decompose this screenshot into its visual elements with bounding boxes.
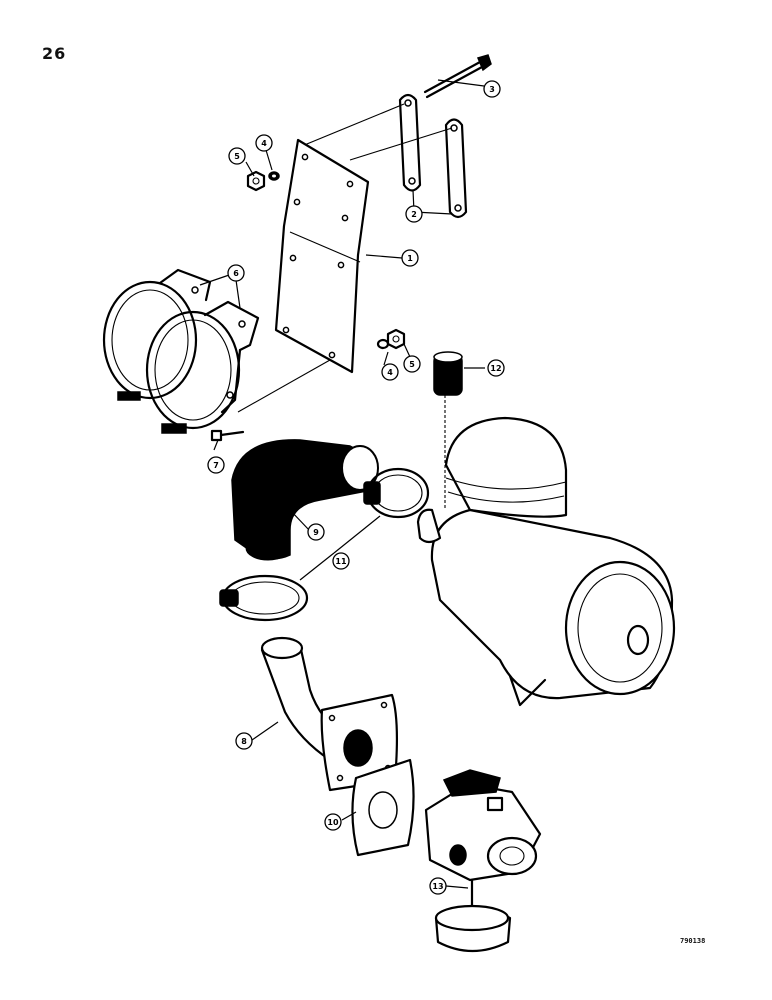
svg-text:4: 4 [387, 368, 393, 377]
callout-1: 1 [401, 249, 419, 267]
callout-7: 7 [207, 456, 225, 474]
svg-text:13: 13 [432, 882, 443, 891]
svg-text:5: 5 [409, 360, 415, 369]
nut-upper [246, 170, 266, 192]
gasket [351, 758, 415, 857]
svg-text:4: 4 [261, 139, 267, 148]
svg-text:8: 8 [241, 737, 247, 746]
bolt [423, 54, 492, 99]
callout-2: 2 [405, 205, 423, 223]
precleaner-cap [433, 351, 463, 510]
nut-lower [386, 328, 406, 350]
callout-5-lower: 5 [403, 355, 421, 373]
cap-screw [210, 429, 245, 442]
callout-4-lower: 4 [381, 363, 399, 381]
air-cleaner [416, 416, 676, 707]
hose-clamp-upper [363, 467, 430, 519]
strap-right [444, 118, 468, 219]
float-bowl [434, 904, 512, 952]
leader-lines [199, 79, 485, 889]
strap-left [398, 93, 422, 192]
callout-9: 9 [307, 523, 325, 541]
svg-text:3: 3 [489, 85, 495, 94]
callout-10: 10 [324, 813, 342, 831]
callout-11: 11 [332, 552, 350, 570]
callout-3: 3 [483, 80, 501, 98]
callout-13: 13 [429, 877, 447, 895]
lock-washer-upper [268, 171, 280, 181]
carburetor [424, 769, 542, 882]
callout-8: 8 [235, 732, 253, 750]
svg-text:11: 11 [335, 557, 347, 566]
hose [231, 439, 379, 561]
lock-washer-lower [376, 338, 390, 350]
mounting-plate [274, 138, 370, 374]
svg-text:12: 12 [490, 364, 501, 373]
svg-text:1: 1 [407, 254, 413, 263]
drawing-number: 790138 [680, 937, 706, 945]
elbow-tube [260, 636, 399, 792]
callout-5-upper: 5 [228, 147, 246, 165]
svg-text:2: 2 [411, 210, 417, 219]
svg-text:10: 10 [327, 818, 339, 827]
band-clamp-right [145, 300, 260, 434]
callout-12: 12 [487, 359, 505, 377]
svg-text:9: 9 [313, 528, 319, 537]
hose-clamp-lower [219, 574, 309, 622]
callout-6: 6 [227, 264, 245, 282]
callout-4-upper: 4 [255, 134, 273, 152]
svg-text:5: 5 [234, 152, 240, 161]
svg-text:6: 6 [233, 269, 239, 278]
page-number: 26 [42, 44, 67, 63]
svg-text:7: 7 [213, 461, 219, 470]
